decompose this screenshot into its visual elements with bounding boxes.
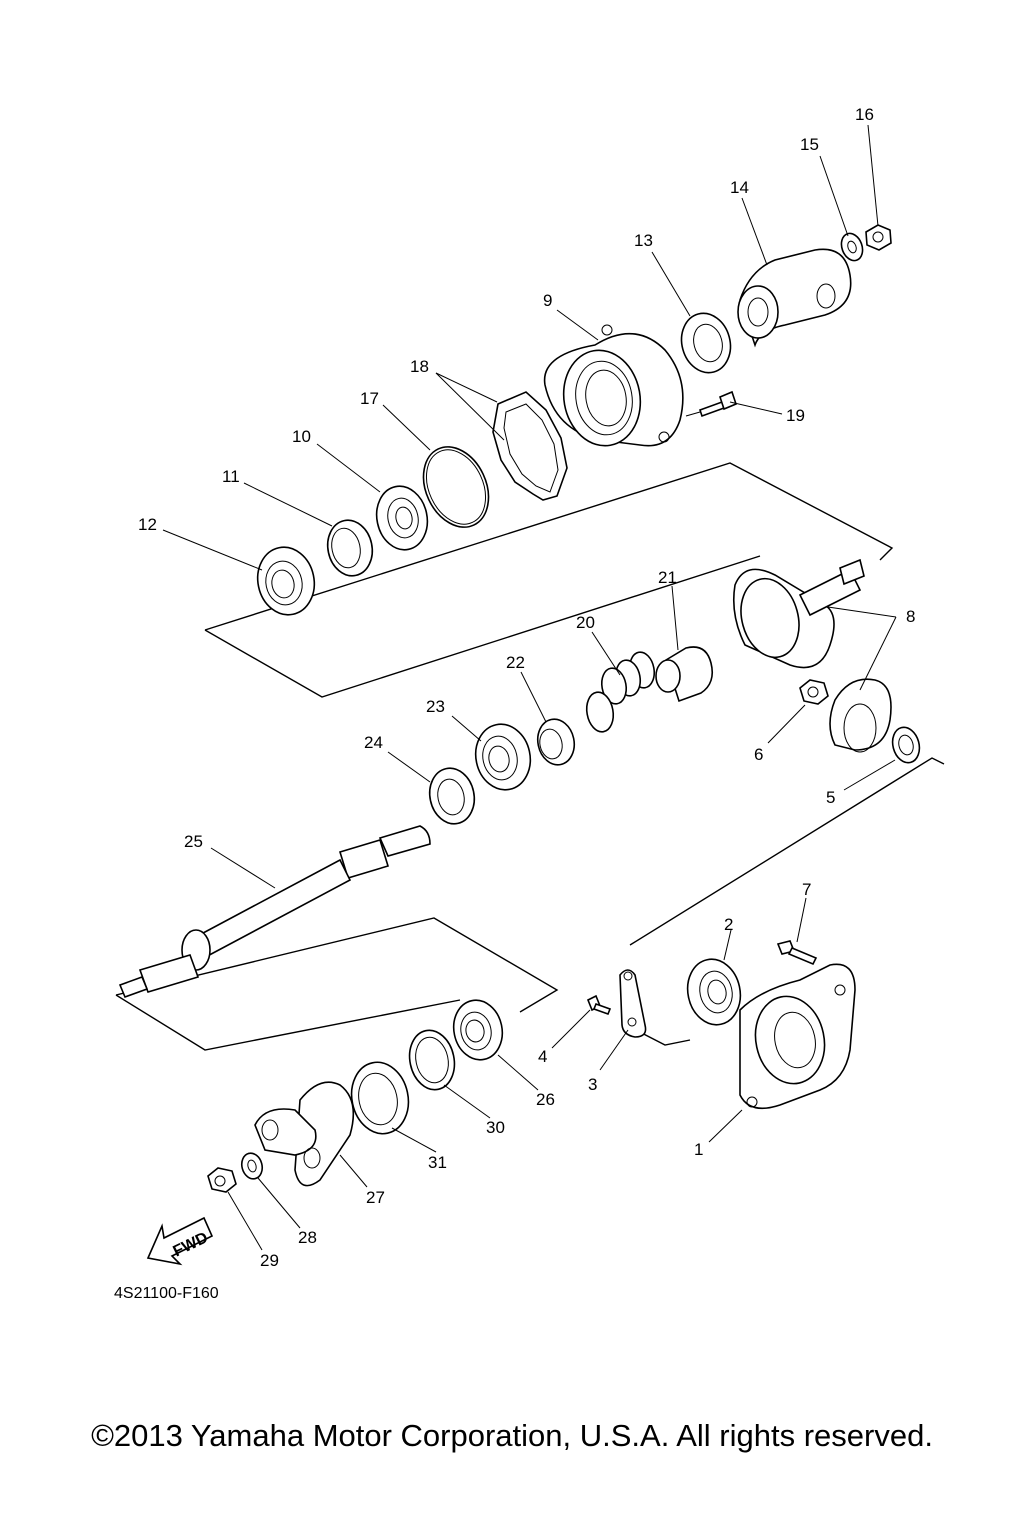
callout-14: 14 <box>730 178 749 197</box>
callout-30: 30 <box>486 1118 505 1137</box>
part-21-coupling <box>655 646 714 703</box>
part-17-o-ring <box>422 446 490 528</box>
part-29-nut <box>207 1167 237 1193</box>
part-22-collar <box>536 718 576 766</box>
middle-assembly-outline <box>115 917 559 1051</box>
part-23-bearing <box>474 723 532 791</box>
part-26-bearing <box>452 999 504 1061</box>
callout-9: 9 <box>543 291 552 310</box>
callout-6: 6 <box>754 745 763 764</box>
callout-31: 31 <box>428 1153 447 1172</box>
callout-2: 2 <box>724 915 733 934</box>
leader-lines <box>162 124 897 1251</box>
callout-4: 4 <box>538 1047 547 1066</box>
callout-28: 28 <box>298 1228 317 1247</box>
callout-20: 20 <box>576 613 595 632</box>
part-28-washer <box>240 1152 264 1180</box>
part-8-gear-set <box>732 558 892 753</box>
diagram-code: 4S21100-F160 <box>114 1285 219 1302</box>
callout-15: 15 <box>800 135 819 154</box>
part-20-spring <box>585 651 656 733</box>
callout-22: 22 <box>506 653 525 672</box>
part-27-yoke <box>254 1081 355 1187</box>
callout-18: 18 <box>410 357 429 376</box>
callout-29: 29 <box>260 1251 279 1270</box>
part-14-yoke <box>737 248 852 348</box>
callout-27: 27 <box>366 1188 385 1207</box>
copyright-notice: ©2013 Yamaha Motor Corporation, U.S.A. A… <box>91 1418 933 1453</box>
part-12-oil-seal <box>256 546 316 616</box>
part-11-ring-nut <box>326 519 374 577</box>
callout-7: 7 <box>802 880 811 899</box>
part-5-washer <box>891 726 921 764</box>
part-10-bearing <box>375 485 429 551</box>
part-9-bearing-housing <box>543 324 684 447</box>
callout-21: 21 <box>658 568 677 587</box>
callout-12: 12 <box>138 515 157 534</box>
callout-17: 17 <box>360 389 379 408</box>
part-1-gear-case <box>739 963 856 1110</box>
callout-24: 24 <box>364 733 383 752</box>
part-7-bolt <box>776 940 818 966</box>
part-19-bolt <box>685 390 737 418</box>
callout-5: 5 <box>826 788 835 807</box>
callout-1: 1 <box>694 1140 703 1159</box>
part-31-oil-seal <box>350 1061 410 1135</box>
callout-8: 8 <box>906 607 915 626</box>
callout-3: 3 <box>588 1075 597 1094</box>
callout-16: 16 <box>855 105 874 124</box>
forward-arrow-icon: FWD <box>146 1216 214 1266</box>
part-30-circlip <box>408 1029 456 1091</box>
callout-11: 11 <box>222 467 240 486</box>
part-13-oil-seal <box>680 312 732 374</box>
part-4-screw <box>586 994 612 1016</box>
part-16-nut <box>865 224 892 251</box>
callout-25: 25 <box>184 832 203 851</box>
callout-23: 23 <box>426 697 445 716</box>
part-18-gasket <box>492 391 568 501</box>
callout-13: 13 <box>634 231 653 250</box>
callout-26: 26 <box>536 1090 555 1109</box>
part-25-drive-shaft <box>118 825 431 999</box>
part-2-bearing <box>686 958 742 1026</box>
part-6-nut <box>799 679 829 705</box>
callout-19: 19 <box>786 406 805 425</box>
callout-10: 10 <box>292 427 311 446</box>
part-3-lock-plate <box>619 969 647 1038</box>
upper-assembly-outline <box>204 462 894 698</box>
callout-labels: 1 2 3 4 5 6 7 8 9 10 11 12 13 14 15 16 1… <box>138 105 915 1270</box>
part-24-oil-seal <box>428 767 476 825</box>
